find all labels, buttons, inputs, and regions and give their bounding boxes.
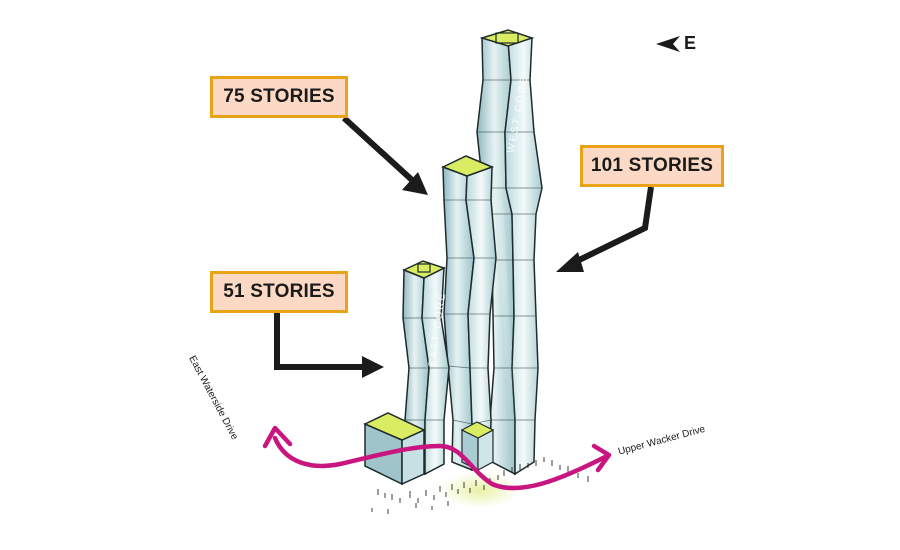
road-arrow-head-left <box>262 425 293 449</box>
tower-51-right-face <box>421 266 450 476</box>
compass-letter: E <box>684 33 697 53</box>
road-arrow <box>262 425 612 491</box>
tower-101-roof-frame <box>495 32 519 44</box>
tower-75-roof <box>441 155 495 177</box>
label-51-stories: 51 STORIES <box>210 271 348 313</box>
label-101-stories: 101 STORIES <box>580 145 724 187</box>
road-arrow-head-right <box>591 443 612 473</box>
callout-arrow-101 <box>556 186 654 272</box>
tower-51-roof-frame <box>417 263 431 273</box>
tower-75-stories <box>441 155 497 472</box>
arrow-left-icon <box>656 35 680 52</box>
compass: E <box>656 33 696 54</box>
tower-101-right-face <box>504 37 543 476</box>
callout-arrow-51 <box>274 313 384 378</box>
tower-51-roof <box>402 260 446 279</box>
podium-roof <box>363 412 426 441</box>
label-75-stories: 75 STORIES <box>210 76 348 118</box>
ground-figures <box>371 457 589 514</box>
ground-glow <box>440 472 520 508</box>
podium-small <box>460 421 495 471</box>
road-arrow-path <box>272 435 610 491</box>
callout-arrow-75 <box>341 115 428 195</box>
